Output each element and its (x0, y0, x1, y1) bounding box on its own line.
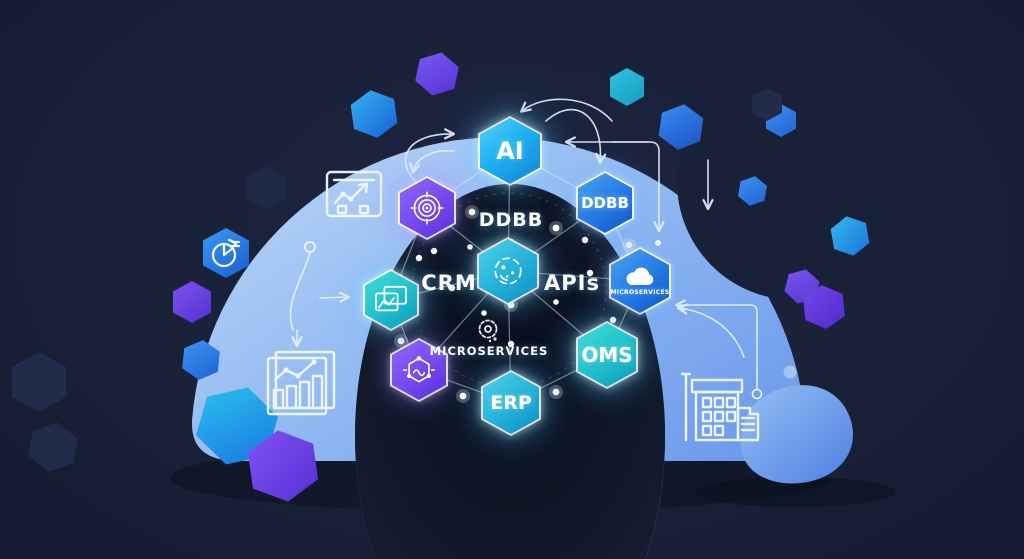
node-ddbb-label: DDBB (581, 193, 629, 212)
node-microservices-label: MICROSERVICES (610, 289, 670, 296)
target-icon (410, 191, 444, 225)
arch-bite (677, 64, 913, 300)
node-ddbb: DDBB (576, 171, 634, 235)
path-start-ring (304, 241, 316, 253)
bar-chart-icon (266, 350, 338, 418)
label-crm: CRM (421, 271, 477, 295)
node-erp-label: ERP (490, 391, 532, 414)
node-crosshair (398, 176, 456, 240)
node-ai: AI (478, 116, 542, 186)
decor-hexagon (752, 88, 782, 121)
decor-hexagon (12, 352, 66, 412)
label-apis: APIs (544, 271, 600, 295)
presentation-chart-icon (325, 170, 383, 218)
node-module (390, 338, 448, 402)
sync-icon (494, 257, 522, 285)
photo-icon (375, 285, 407, 312)
orbit-circle (411, 192, 607, 388)
plumb-ring (751, 388, 763, 400)
label-microservices: MICROSERVICES (429, 344, 549, 358)
pie-chart-icon (211, 238, 241, 268)
microservices-gear-icon (475, 318, 503, 346)
node-hub (477, 237, 539, 305)
node-oms: OMS (576, 321, 638, 389)
node-ai-label: AI (496, 137, 524, 165)
node-oms-label: OMS (581, 343, 633, 367)
leg-dot (783, 365, 797, 379)
flow-arrows (289, 98, 758, 390)
node-microservices: MICROSERVICES (609, 247, 671, 315)
label-ddbb: DDBB (478, 209, 544, 231)
arch-shape (192, 137, 805, 559)
blob-shape (740, 385, 854, 484)
cloud-icon (626, 267, 654, 285)
building-icon (678, 362, 768, 450)
decor-hexagon (610, 68, 644, 106)
molecule-icon (402, 356, 436, 383)
node-media (363, 269, 419, 331)
node-erp: ERP (481, 370, 541, 436)
blob-shadow (695, 477, 895, 507)
